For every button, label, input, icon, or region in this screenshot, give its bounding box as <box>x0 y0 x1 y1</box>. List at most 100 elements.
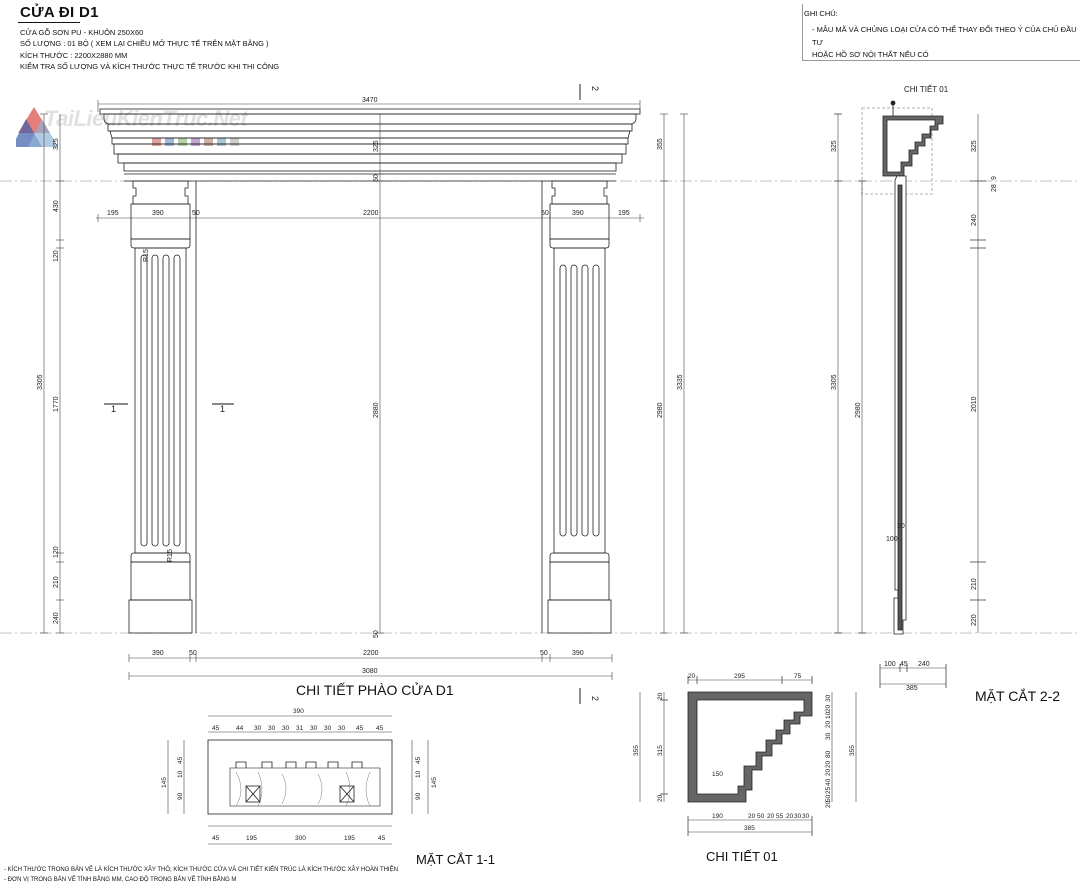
dim-text: 20 <box>825 720 832 728</box>
dim-text: 45 <box>376 725 384 732</box>
title-underline <box>18 22 80 23</box>
dim-text: 2980 <box>855 402 862 418</box>
dim-text: 3080 <box>362 668 378 675</box>
dim-text: 9 <box>991 176 998 180</box>
watermark-swatch <box>165 138 174 146</box>
section-marker-label: 2 <box>590 86 600 91</box>
dim-text: 20 <box>688 673 696 680</box>
dim-text: 295 <box>734 673 745 680</box>
dim-text: 40 <box>825 778 832 786</box>
spec-line: SỐ LƯỢNG : 01 BỘ ( XEM LẠI CHIỀU MỞ THỰC… <box>20 39 269 49</box>
dim-text: 50 <box>757 813 765 820</box>
dim-text: 20 <box>825 760 832 768</box>
dim-text: 220 <box>971 614 978 626</box>
dim-text: 355 <box>633 745 640 756</box>
dim-text: 145 <box>161 777 168 788</box>
dim-text: 30 <box>802 813 810 820</box>
spec-line: CỬA GỖ SƠN PU - KHUÔN 250X60 <box>20 28 144 37</box>
dim-text: 150 <box>712 771 723 778</box>
dim-text: 50 <box>189 650 197 657</box>
dim-text: 10 <box>825 711 832 719</box>
drawing-title: CỬA ĐI D1 <box>20 4 99 21</box>
dim-text: 325 <box>971 140 978 152</box>
dim-text: 28 <box>991 184 998 192</box>
dim-text: 45 <box>378 835 386 842</box>
notes-title: GHI CHÚ: <box>804 9 838 18</box>
dim-text: 120 <box>53 250 60 262</box>
dim-text: 30 <box>254 725 262 732</box>
dim-text: 90 <box>415 792 422 800</box>
detail-01-dimensions: 20 295 75 355 315 20 20 355 30 20 10 20 … <box>633 673 856 832</box>
dim-text: 25 <box>825 786 832 794</box>
dim-text: 3470 <box>362 97 378 104</box>
dim-text: 45 <box>900 661 908 668</box>
dim-text: 385 <box>906 685 918 692</box>
dim-text: 390 <box>152 210 164 217</box>
dim-text: 50 <box>373 630 380 638</box>
dim-text: 190 <box>712 813 723 820</box>
dim-text: 430 <box>53 200 60 212</box>
dim-text: 20 <box>825 768 832 776</box>
dim-text: 10 <box>177 770 184 778</box>
watermark-swatch <box>152 138 161 146</box>
dim-text: 20 <box>825 800 832 808</box>
dim-text: 2200 <box>363 210 379 217</box>
dim-text: 20 <box>767 813 775 820</box>
dim-text: 2980 <box>657 402 664 418</box>
section-marker-label: 1 <box>111 404 116 414</box>
dim-text: 390 <box>572 650 584 657</box>
dim-text: 50 <box>540 650 548 657</box>
section-marker-label: 1 <box>220 404 225 414</box>
section-2-2-dimensions: CHI TIẾT 01 325 3305 2980 325 240 2010 2… <box>831 84 998 692</box>
dim-text: 3335 <box>677 374 684 390</box>
dim-text: 45 <box>212 725 220 732</box>
dim-text: 240 <box>918 661 930 668</box>
note-line: - MẪU MÃ VÀ CHỦNG LOẠI CỬA CÓ THỂ THAY Đ… <box>812 25 1077 47</box>
dim-text: 390 <box>572 210 584 217</box>
watermark-logo-icon <box>16 107 58 147</box>
dim-text: 325 <box>373 140 380 152</box>
watermark-text: TaiLieuKienTruc.Net <box>44 106 248 131</box>
dim-text: 390 <box>152 650 164 657</box>
dim-text: 45 <box>212 835 220 842</box>
dim-text: 30 <box>825 732 832 740</box>
dim-text: 1770 <box>53 396 60 412</box>
dim-text: R15 <box>167 549 174 562</box>
dim-text: 240 <box>53 612 60 624</box>
watermark-swatch <box>191 138 200 146</box>
dim-text: 300 <box>295 835 306 842</box>
dim-text: 3305 <box>37 374 44 390</box>
dim-text: 50 <box>373 174 380 182</box>
spec-list: CỬA GỖ SƠN PU - KHUÔN 250X60 SỐ LƯỢNG : … <box>20 27 279 73</box>
dim-text: 120 <box>53 546 60 558</box>
dim-text: 20 <box>748 813 756 820</box>
dim-text: 30 <box>268 725 276 732</box>
dim-text: 100 <box>886 536 898 543</box>
dim-text: 195 <box>618 210 630 217</box>
dim-text: 2010 <box>971 396 978 412</box>
dim-text: 55 <box>776 813 784 820</box>
dim-text: 45 <box>415 756 422 764</box>
notes-list: - MẪU MÃ VÀ CHỦNG LOẠI CỬA CÓ THỂ THAY Đ… <box>812 24 1080 62</box>
dim-text: 20 <box>897 523 905 530</box>
footer-line: - ĐƠN VỊ TRONG BẢN VẼ TÍNH BẰNG MM, CAO … <box>4 877 237 883</box>
dim-text: 50 <box>825 794 832 802</box>
dim-text: 325 <box>53 138 60 150</box>
section-2-2 <box>834 100 986 688</box>
dim-text: 145 <box>431 777 438 788</box>
watermark-swatch <box>204 138 213 146</box>
elevation-dimensions: 3470 195 390 2200 50 50 390 195 390 50 2… <box>37 86 684 701</box>
dim-text: 50 <box>541 210 549 217</box>
dim-text: 2880 <box>373 402 380 418</box>
dim-text: 44 <box>236 725 244 732</box>
section-marker-label: 2 <box>590 696 600 701</box>
spec-line: KIỂM TRA SỐ LƯỢNG VÀ KÍCH THƯỚC THỰC TẾ … <box>20 62 280 72</box>
dim-text: 3305 <box>831 374 838 390</box>
detail-01 <box>639 676 857 836</box>
dim-text: 30 <box>310 725 318 732</box>
dim-text: 10 <box>415 770 422 778</box>
dim-text: 355 <box>657 138 664 150</box>
dim-text: 210 <box>971 578 978 590</box>
watermark-swatch <box>178 138 187 146</box>
